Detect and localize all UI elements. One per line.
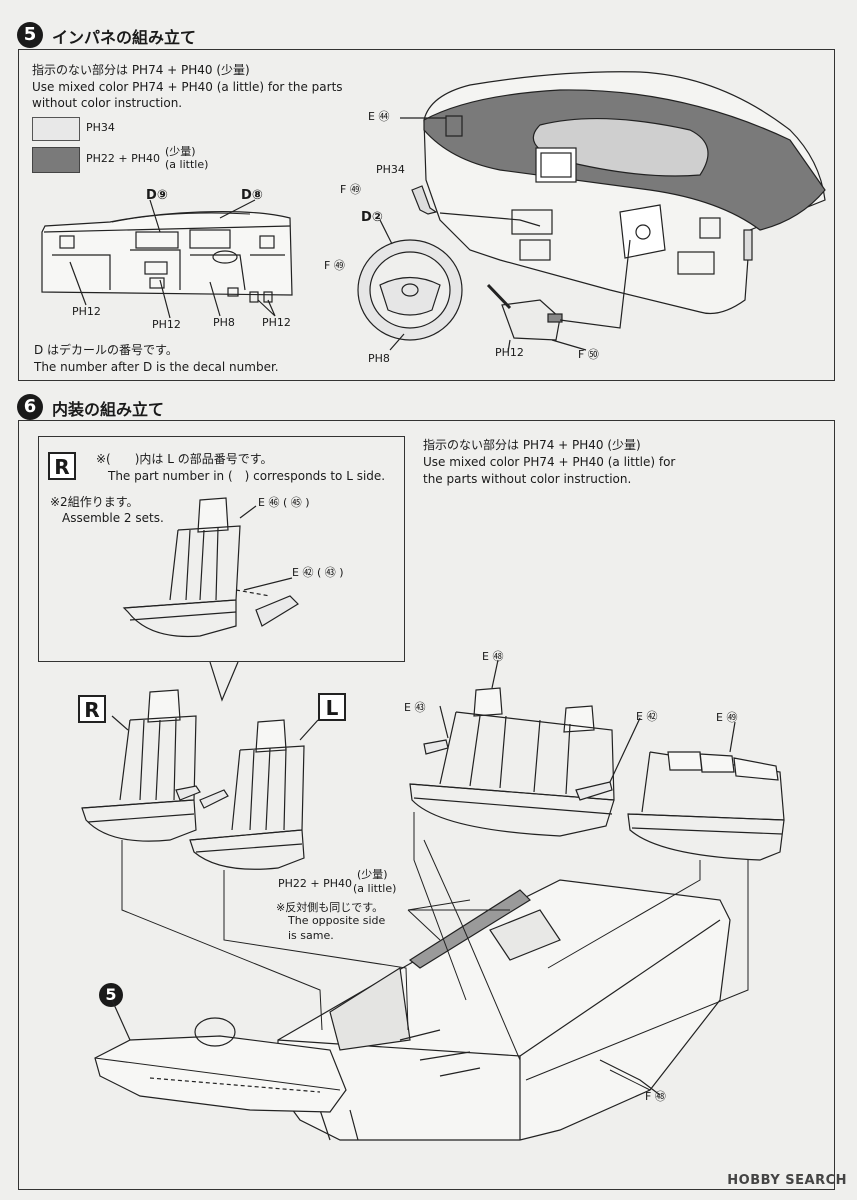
- label-f58: F ㊽: [645, 1090, 666, 1103]
- label-ph12a: PH12: [72, 305, 101, 318]
- swatch-light: [32, 117, 80, 141]
- inset-assemble-en: Assemble 2 sets.: [62, 511, 164, 525]
- seat-letter-l: L: [318, 693, 346, 721]
- swatch-dark-note-jp: (少量): [165, 145, 196, 158]
- step5-ref-number: 5: [99, 983, 123, 1007]
- step6-note-en2: the parts without color instruction.: [423, 472, 632, 486]
- inset-letter-r: R: [48, 452, 76, 480]
- swatch-dark: [32, 147, 80, 173]
- inset-label-e42: E ㊷ ( ㊸ ): [292, 566, 344, 579]
- inset-seat: [122, 497, 299, 638]
- watermark-text: HOBBY SEARCH: [727, 1173, 847, 1188]
- label-e49: E ㊾: [716, 711, 738, 724]
- steering-wheel: [357, 219, 463, 351]
- shift-knob: [411, 185, 541, 227]
- label-e44: E ㊹: [368, 110, 390, 123]
- third-row-seat: [627, 721, 785, 861]
- label-d8: D⑧: [241, 188, 263, 203]
- label-ph12c: PH12: [262, 316, 291, 329]
- label-e48: E ㊽: [482, 650, 504, 663]
- label-opp-en1: The opposite side: [288, 914, 386, 927]
- inset-label-e46: E ㊻ ( ㊺ ): [258, 496, 310, 509]
- connector-lines: [121, 812, 749, 1091]
- small-dashboard: [41, 199, 293, 319]
- step5-number: 5: [17, 22, 43, 48]
- step6-title: 内装の組み立て: [52, 400, 165, 419]
- column-switch: [486, 239, 631, 353]
- label-ph8b: PH8: [368, 352, 390, 365]
- label-f52: F ㊾: [340, 183, 361, 196]
- big-dashboard: [400, 71, 826, 315]
- step6-note-jp: 指示のない部分は PH74 + PH40 (少量): [423, 438, 641, 452]
- step5-panel: [18, 49, 835, 381]
- label-opp-jp: ※反対側も同じです。: [276, 901, 384, 914]
- bench-seat: [409, 659, 641, 837]
- label-ph34: PH34: [376, 163, 405, 176]
- step5-title: インパネの組み立て: [52, 28, 197, 47]
- label-mix: PH22 + PH40: [278, 877, 353, 890]
- swatch-dark-label: PH22 + PH40: [86, 152, 161, 165]
- seat-letter-r: R: [78, 695, 106, 723]
- inset-callout: [209, 661, 239, 702]
- label-ph12b: PH12: [152, 318, 181, 331]
- label-mix-en: (a little): [353, 882, 397, 895]
- swatch-light-label: PH34: [86, 121, 115, 134]
- label-ph12d: PH12: [495, 346, 524, 359]
- label-ph8a: PH8: [213, 316, 235, 329]
- seat-l: [189, 719, 319, 870]
- label-e43: E ㊸: [404, 701, 426, 714]
- label-mix-jp: (少量): [357, 868, 388, 881]
- step5-note-en1: Use mixed color PH74 + PH40 (a little) f…: [32, 80, 343, 94]
- step6-panel: [18, 420, 835, 1190]
- floor-pan: [277, 879, 731, 1141]
- inset-note-en: The part number in ( ) corresponds to L …: [108, 469, 386, 483]
- swatch-dark-note-en: (a little): [165, 158, 209, 171]
- inset-assemble-jp: ※2組作ります。: [50, 495, 139, 509]
- step5-note-en2: without color instruction.: [32, 96, 183, 110]
- label-d2: D②: [361, 210, 383, 225]
- decal-note-en: The number after D is the decal number.: [34, 360, 279, 374]
- label-f53: F ㊿: [578, 348, 599, 361]
- inset-note-jp: ※( )内は L の部品番号です。: [96, 452, 273, 466]
- inset-box: [38, 436, 405, 662]
- step6-number: 6: [17, 394, 43, 420]
- label-d9: D⑨: [146, 188, 168, 203]
- seat-r: [81, 689, 201, 842]
- dash-ref: [94, 999, 347, 1113]
- label-opp-en2: is same.: [288, 929, 334, 942]
- step5-note-jp: 指示のない部分は PH74 + PH40 (少量): [32, 63, 250, 77]
- label-e42: E ㊷: [636, 710, 658, 723]
- decal-note-jp: D はデカールの番号です。: [34, 343, 178, 357]
- step6-note-en1: Use mixed color PH74 + PH40 (a little) f…: [423, 455, 676, 469]
- label-f54: F ㊾: [324, 259, 345, 272]
